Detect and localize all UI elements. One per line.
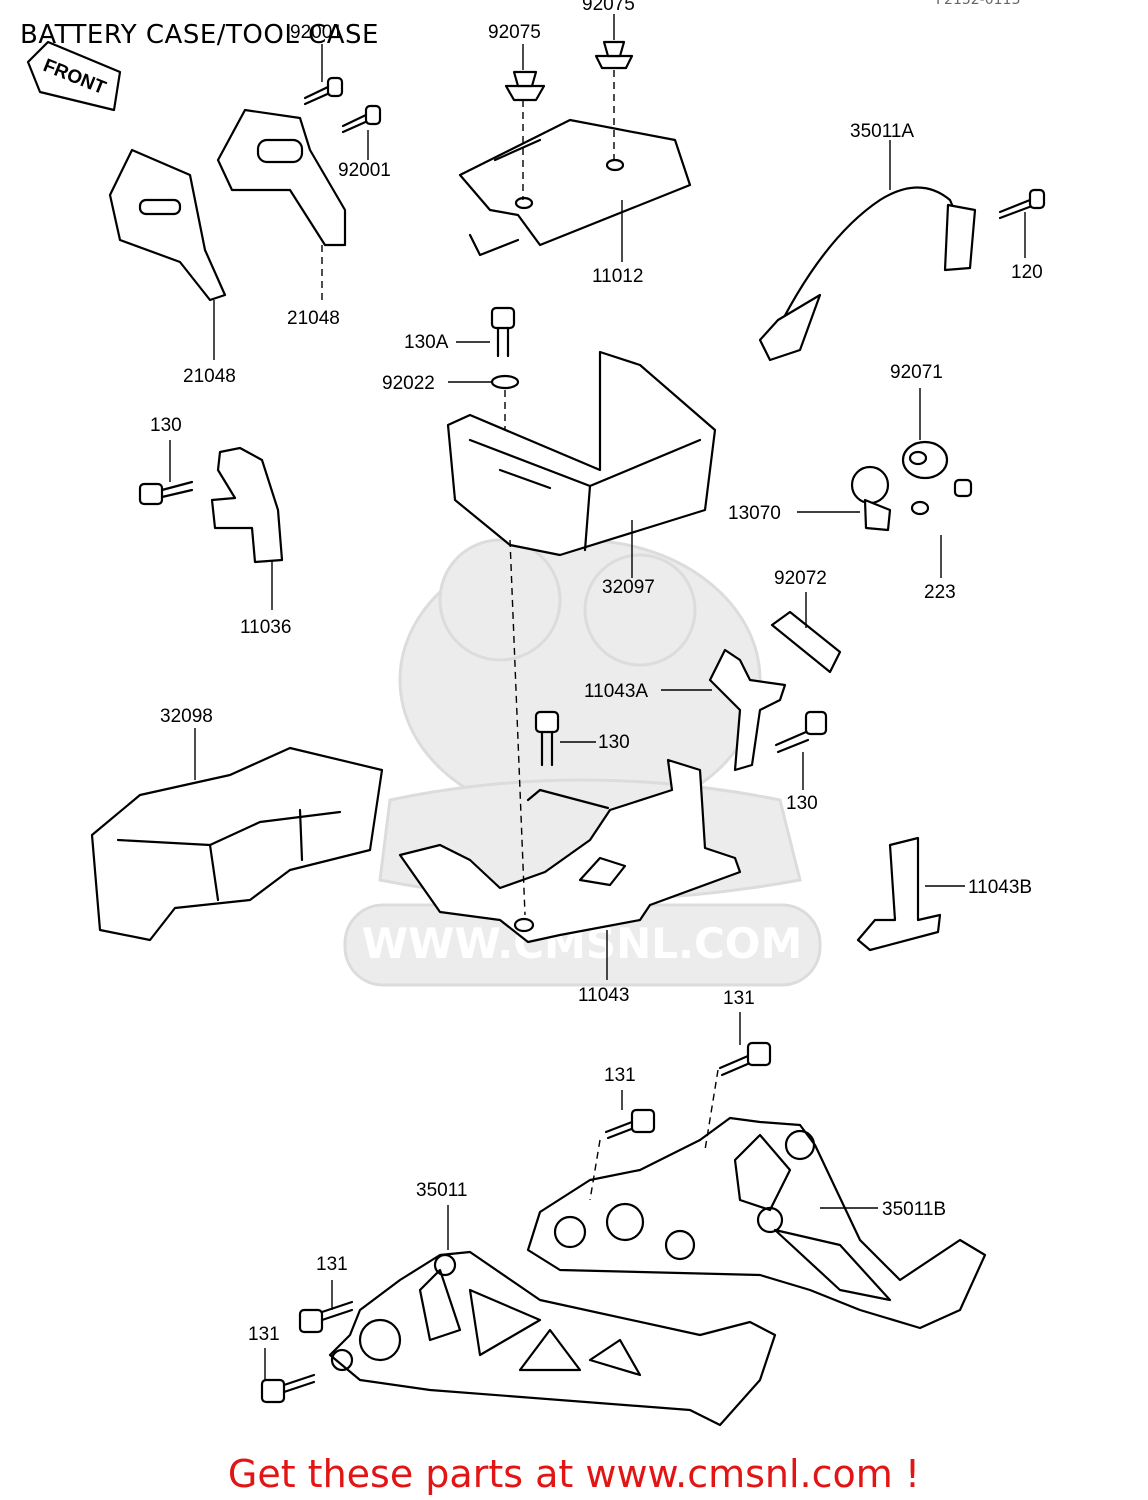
bolt-130-left [138,480,194,506]
bracket-11043B [856,836,942,952]
tool-case-32098 [90,746,384,942]
label-11012: 11012 [592,266,643,287]
footrest-bracket-35011 [328,1250,777,1427]
label-92072: 92072 [774,568,827,589]
part-labels: 92001 92001 92075 92075 35011A 120 21048… [150,0,1043,1345]
diagram-title: BATTERY CASE/TOOL CASE [20,20,379,50]
label-130: 130 [598,732,630,753]
label-120: 120 [1011,262,1043,283]
label-92071: 92071 [890,362,943,383]
footer-link-text[interactable]: Get these parts at www.cmsnl.com ! [227,1452,921,1496]
label-92075: 92075 [488,22,541,43]
bracket-11043A [708,648,787,772]
bracket-21048-front [216,108,347,247]
grommet-92075-b [594,40,634,70]
label-32097: 32097 [602,577,655,598]
label-92001: 92001 [290,22,343,43]
label-11043: 11043 [578,985,629,1006]
front-arrow: FRONT [26,40,122,112]
label-11043B: 11043B [968,877,1032,898]
bolt-131-d [260,1373,316,1404]
bolt-131-b [604,1108,656,1140]
label-92022: 92022 [382,373,435,394]
washer-92022 [490,374,520,390]
bolt-120 [998,188,1046,220]
bolt-131-c [298,1300,354,1334]
label-131: 131 [604,1065,636,1086]
label-130: 130 [150,415,182,436]
bolt-130-center [534,710,560,767]
label-130: 130 [786,793,818,814]
footrest-bracket-35011B [526,1116,987,1330]
label-35011: 35011 [416,1180,467,1201]
bolt-92001-upper [303,76,344,106]
label-11036: 11036 [240,617,291,638]
label-131: 131 [723,988,755,1009]
label-130A: 130A [404,332,449,353]
label-35011A: 35011A [850,121,914,142]
label-131: 131 [316,1254,348,1275]
bolt-131-a [718,1041,772,1077]
label-92075: 92075 [582,0,635,15]
grommet-92071 [901,440,949,480]
bracket-13070 [850,465,892,532]
label-13070: 13070 [728,503,781,524]
screw-223 [910,478,973,516]
diagram-ref-code: F2152-0113 [936,0,1021,8]
bracket-11043 [398,758,742,944]
rod-35011A [758,186,977,362]
bolt-92001-lower [341,104,382,134]
label-32098: 32098 [160,706,213,727]
battery-case-32097 [446,350,717,557]
label-131: 131 [248,1324,280,1345]
bolt-130A [490,306,516,358]
label-92001: 92001 [338,160,391,181]
bolt-130-right [774,710,828,754]
leader-lines [169,14,1026,1380]
label-21048: 21048 [183,366,236,387]
plate-11012 [458,118,692,257]
grommet-92075-a [504,70,546,102]
label-11043A: 11043A [584,681,648,702]
label-35011B: 35011B [882,1199,946,1220]
bracket-21048-rear [108,148,227,302]
pad-92072 [770,610,842,674]
label-21048: 21048 [287,308,340,329]
bracket-11036 [210,446,284,564]
label-223: 223 [924,582,956,603]
